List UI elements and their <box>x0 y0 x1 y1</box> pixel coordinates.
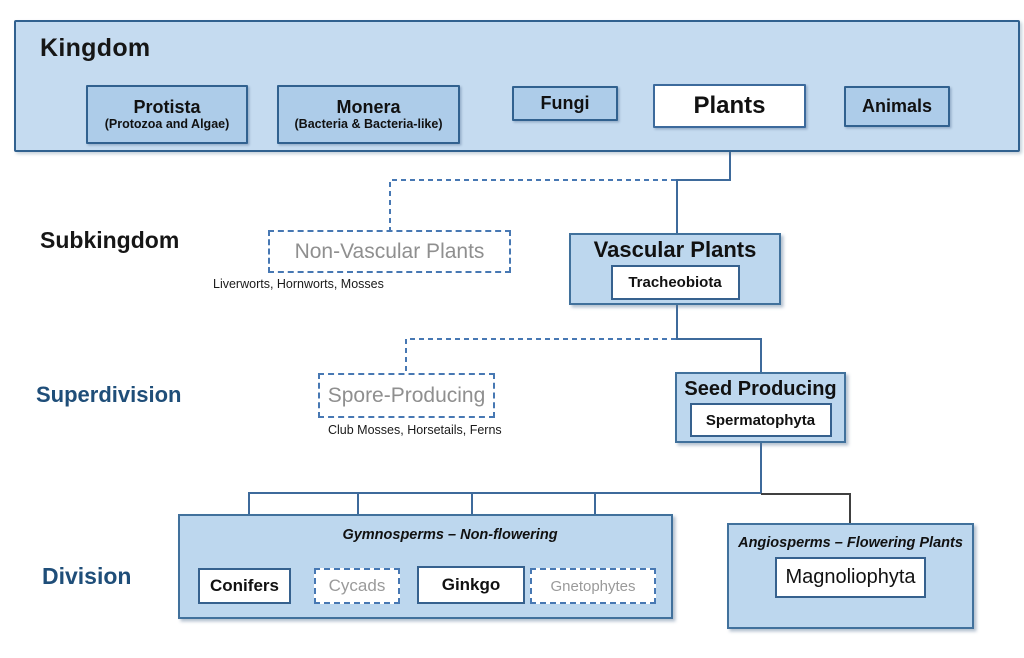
kingdom-box-fungi: Fungi <box>512 86 618 121</box>
conifers-box: Conifers <box>198 568 291 604</box>
kingdom-box-plants: Plants <box>653 84 806 128</box>
subkingdom-label: Subkingdom <box>40 227 180 253</box>
magnoliophyta-box: Magnoliophyta <box>775 557 926 598</box>
non-vascular-examples: Liverworts, Hornworts, Mosses <box>213 277 384 291</box>
plants-title: Plants <box>693 92 766 120</box>
spermatophyta-box: Spermatophyta <box>689 403 832 437</box>
connector-plants-nonvascular-dashed <box>389 179 676 230</box>
angiosperms-box: Angiosperms – Flowering Plants Magnoliop… <box>727 523 974 629</box>
seed-producing-box: Seed Producing Spermatophyta <box>675 372 846 443</box>
gnetophytes-box: Gnetophytes <box>530 568 656 604</box>
non-vascular-title: Non-Vascular Plants <box>294 239 485 263</box>
vascular-title: Vascular Plants <box>593 236 757 262</box>
kingdom-box-protista: Protista (Protozoa and Algae) <box>86 85 248 144</box>
spore-examples: Club Mosses, Horsetails, Ferns <box>328 423 502 437</box>
seed-title: Seed Producing <box>684 378 837 400</box>
connector-vascular-spore-dashed <box>405 338 676 373</box>
protista-subtitle: (Protozoa and Algae) <box>104 117 230 132</box>
ginkgo-box: Ginkgo <box>417 566 525 604</box>
division-label: Division <box>42 563 132 589</box>
monera-title: Monera <box>336 96 401 117</box>
fungi-title: Fungi <box>540 93 590 114</box>
protista-title: Protista <box>133 96 201 117</box>
non-vascular-plants-box: Non-Vascular Plants <box>268 230 511 273</box>
connector-plants-vascular <box>676 152 731 233</box>
superdivision-label: Superdivision <box>36 382 182 407</box>
spore-title: Spore-Producing <box>327 383 486 407</box>
kingdom-label: Kingdom <box>40 34 151 62</box>
kingdom-box-monera: Monera (Bacteria & Bacteria-like) <box>277 85 460 144</box>
tracheobiota-box: Tracheobiota <box>610 265 740 301</box>
angiosperms-title: Angiosperms – Flowering Plants <box>738 535 963 551</box>
cycads-box: Cycads <box>314 568 400 604</box>
spore-producing-box: Spore-Producing <box>318 373 495 418</box>
vascular-plants-box: Vascular Plants Tracheobiota <box>569 233 781 305</box>
connector-vascular-seed <box>676 305 762 372</box>
kingdom-box-animals: Animals <box>844 86 950 127</box>
animals-title: Animals <box>861 96 933 117</box>
monera-subtitle: (Bacteria & Bacteria-like) <box>294 117 443 132</box>
connector-bus-angiosperms <box>761 493 851 523</box>
gymnosperms-title: Gymnosperms – Non-flowering <box>342 527 558 543</box>
